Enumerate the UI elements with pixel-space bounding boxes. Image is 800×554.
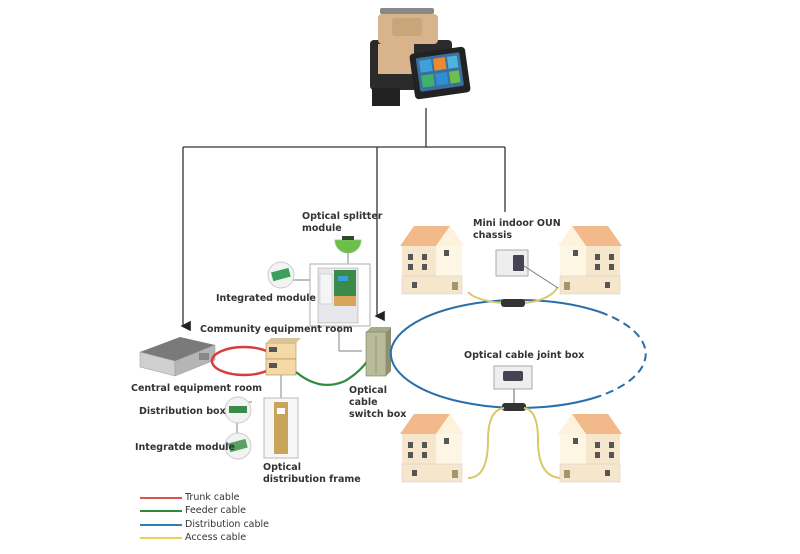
optical-splitter-module-icon — [334, 236, 362, 254]
ring-connector-top — [501, 299, 525, 307]
central-equipment-room-icon — [139, 337, 216, 377]
label-integrated-module-bottom: Integratde module — [135, 442, 235, 453]
mini-indoor-oun-chassis-icon — [495, 249, 559, 289]
label-integrated-module-top: Integrated module — [216, 293, 316, 304]
optical-distribution-frame-icon — [263, 397, 299, 459]
integrated-module-bottom-icon — [224, 432, 252, 460]
access-cable-top-right — [524, 286, 559, 304]
legend-label-trunk: Trunk cable — [185, 492, 240, 503]
house-bottom-right-icon — [558, 414, 622, 483]
label-distribution-box: Distribution box — [139, 406, 226, 417]
optical-cable-joint-box-icon — [493, 365, 533, 403]
optical-cable-switch-box-icon — [365, 327, 391, 377]
integrated-module-top-icon — [267, 261, 295, 289]
feeder-cable — [295, 359, 369, 386]
legend-label-distribution: Distribution cable — [185, 519, 270, 530]
access-cable-top-left — [467, 291, 502, 304]
house-top-left-icon — [400, 226, 464, 295]
legend-label-feeder: Feeder cable — [185, 505, 246, 516]
connection-lines — [180, 108, 506, 332]
distribution-box-icon — [224, 396, 252, 424]
access-cable-bottom-left — [467, 407, 505, 479]
ring-connector-bottom — [502, 403, 526, 411]
community-equipment-room-icon — [265, 338, 301, 376]
label-central-equipment-room: Central equipment room — [131, 383, 263, 394]
distribution-cable-lower — [389, 349, 601, 409]
house-top-right-icon — [558, 226, 622, 295]
legend-swatches — [140, 497, 182, 539]
house-bottom-left-icon — [400, 414, 464, 483]
distribution-cable-ring — [390, 298, 601, 351]
legend-label-access: Access cable — [185, 532, 247, 543]
distribution-cable-dashed — [599, 311, 647, 397]
access-cable-bottom-right — [523, 407, 563, 479]
label-optical-cable-joint-box: Optical cable joint box — [464, 350, 585, 361]
distribution-cabinet-icon — [309, 263, 371, 327]
fusion-splicer-icon — [370, 8, 471, 106]
label-community-equipment-room: Community equipment room — [200, 324, 353, 335]
